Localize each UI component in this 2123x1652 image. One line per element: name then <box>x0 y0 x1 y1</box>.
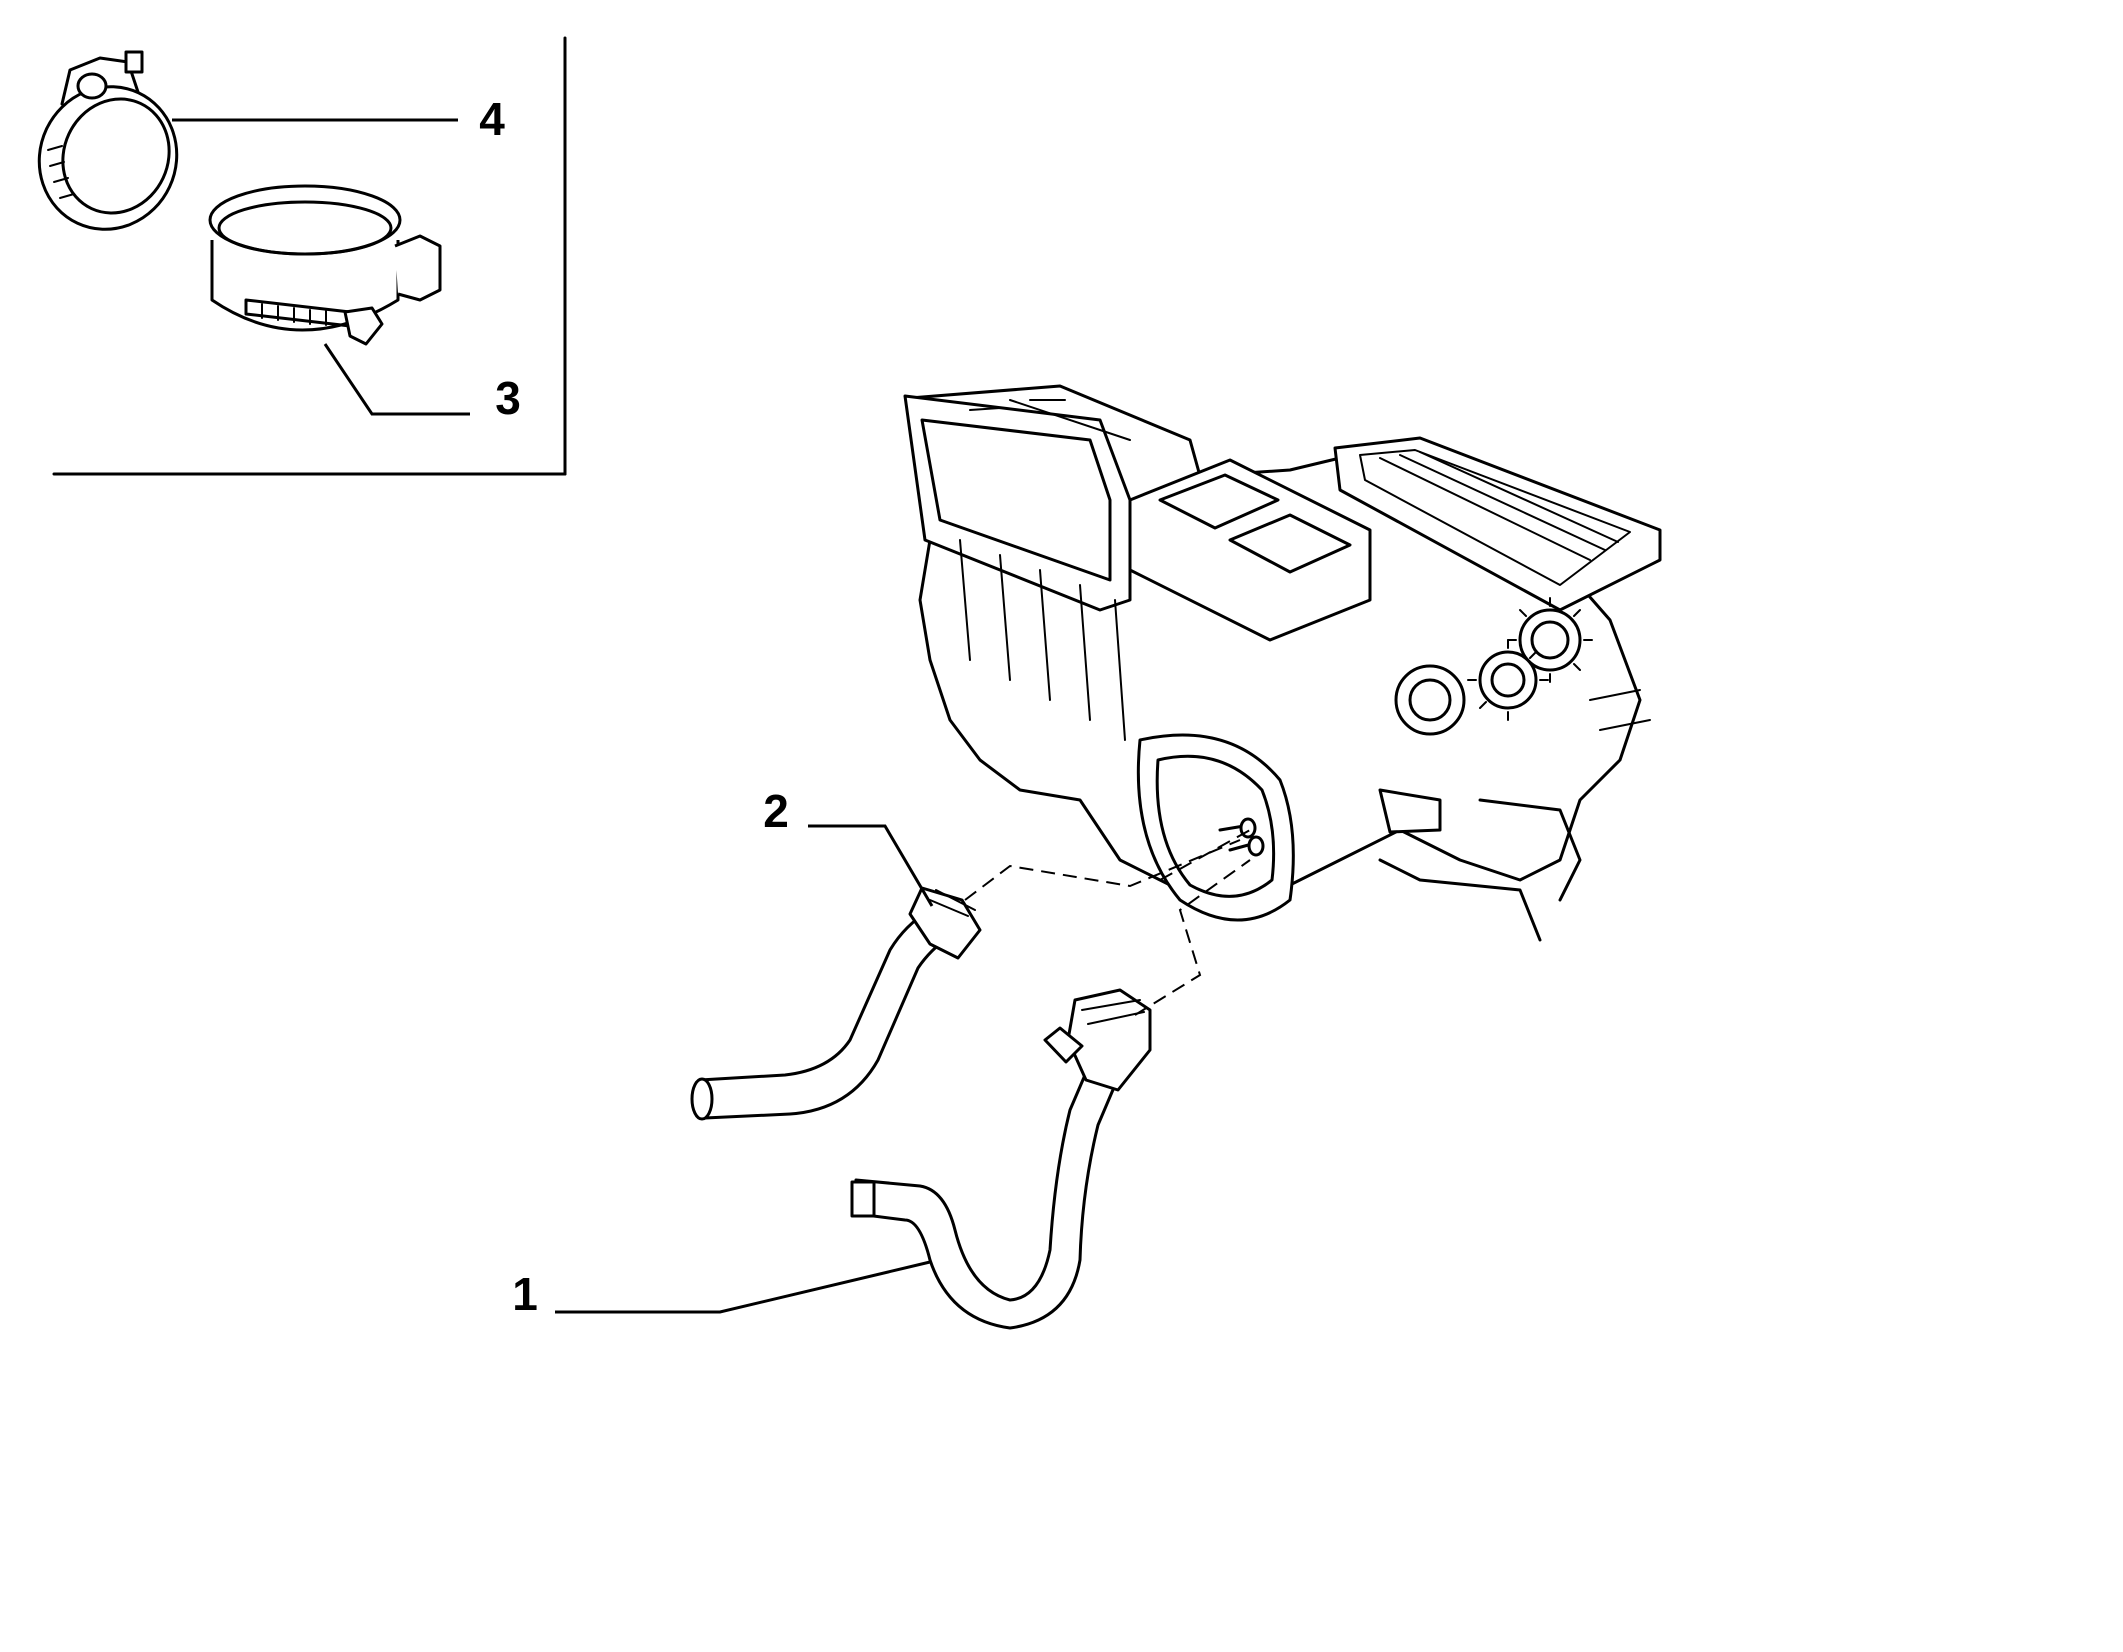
callout-2[interactable]: 2 <box>763 785 789 837</box>
callout-4[interactable]: 4 <box>479 93 505 145</box>
hose-part-1[interactable] <box>850 988 1152 1330</box>
hose-icon-2 <box>690 886 982 1121</box>
hose-clamp-part-4[interactable] <box>16 50 200 252</box>
hose-icon-1 <box>850 988 1152 1330</box>
leader-line-1 <box>555 1260 931 1314</box>
hose-part-2[interactable] <box>690 886 982 1121</box>
band-clamp-part-3[interactable] <box>208 184 442 346</box>
heater-unit-icon <box>903 384 1662 942</box>
callout-3[interactable]: 3 <box>495 372 521 424</box>
inset-frame <box>52 36 567 476</box>
leader-line-2 <box>808 824 934 907</box>
hose-clamp-icon <box>37 50 179 231</box>
assembly-dashed-lines <box>964 829 1251 1016</box>
band-clamp-icon <box>208 184 442 346</box>
leader-line-3 <box>323 343 470 416</box>
callout-1[interactable]: 1 <box>512 1268 538 1320</box>
heater-unit[interactable] <box>903 384 1662 942</box>
